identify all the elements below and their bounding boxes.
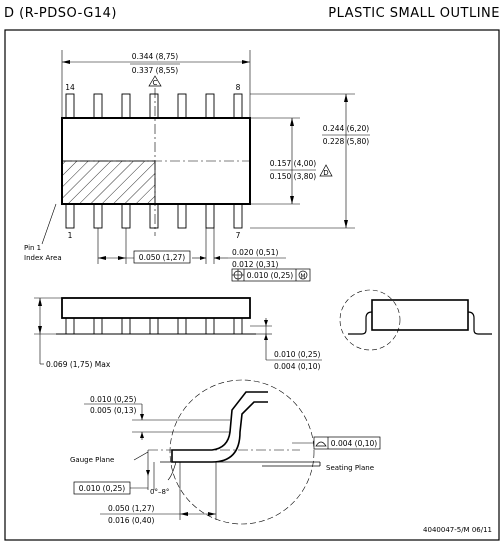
body-length-min: 0.337 (8,55) xyxy=(132,66,178,75)
end-view xyxy=(339,289,492,351)
lead-width-min: 0.012 (0,31) xyxy=(232,260,278,269)
position-modifier: M xyxy=(300,273,305,280)
standoff-max: 0.010 (0,25) xyxy=(274,350,320,359)
height-max: 0.069 (1,75) Max xyxy=(46,360,111,369)
pin-7-label: 7 xyxy=(236,231,241,240)
body-width-min: 0.150 (3,80) xyxy=(270,172,316,181)
angle-range: 0°–8° xyxy=(150,488,169,496)
overall-width-max: 0.244 (6,20) xyxy=(323,124,369,133)
lead-thickness-max: 0.010 (0,25) xyxy=(90,395,136,404)
top-view: 0.344 (8,75) 0.337 (8,55) C 14 8 1 7 Pin xyxy=(24,50,370,282)
pin-8-label: 8 xyxy=(236,83,241,92)
body-width-max: 0.157 (4,00) xyxy=(270,159,316,168)
package-code: D (R-PDSO-G14) xyxy=(4,6,117,21)
overall-width-min: 0.228 (5,80) xyxy=(323,137,369,146)
position-tolerance: 0.010 (0,25) xyxy=(247,271,293,280)
surface-profile-icon xyxy=(315,441,327,447)
foot-length-min: 0.016 (0,40) xyxy=(108,516,154,525)
foot-length-max: 0.050 (1,27) xyxy=(108,504,154,513)
standoff-min: 0.004 (0,10) xyxy=(274,362,320,371)
note-c: C xyxy=(153,79,158,87)
body-length-max: 0.344 (8,75) xyxy=(132,52,178,61)
detail-view: 0.010 (0,25) 0.005 (0,13) Gauge Plane 0.… xyxy=(70,379,381,525)
gull-wing-lead xyxy=(171,391,268,463)
lead-width-max: 0.020 (0,51) xyxy=(232,248,278,257)
detail-circle-marker xyxy=(339,289,401,351)
drawing-number: 4040047-5/M 06/11 xyxy=(423,526,492,534)
side-view: 0.069 (1,75) Max 0.010 (0,25) 0.004 (0,1… xyxy=(34,297,322,371)
pin-1-label: 1 xyxy=(68,231,73,240)
pin-14-label: 14 xyxy=(65,83,75,92)
seating-plane-label: Seating Plane xyxy=(326,464,374,472)
side-body xyxy=(61,297,251,319)
pin1-label-line1: Pin 1 xyxy=(24,244,41,252)
package-type: PLASTIC SMALL OUTLINE xyxy=(328,6,500,21)
note-d: D xyxy=(323,169,328,177)
pin1-index-area xyxy=(61,160,156,205)
pitch-dim: 0.050 (1,27) xyxy=(139,253,185,262)
coplanarity: 0.004 (0,10) xyxy=(331,439,377,448)
mmc-symbol-icon xyxy=(298,270,308,280)
lead-thickness-min: 0.005 (0,13) xyxy=(90,406,136,415)
gauge-plane-label: Gauge Plane xyxy=(70,456,114,464)
gauge-dim: 0.010 (0,25) xyxy=(79,484,125,493)
note-d-triangle xyxy=(319,164,333,177)
pin1-label-line2: Index Area xyxy=(24,254,62,262)
note-c-triangle xyxy=(148,75,162,87)
drawing-frame xyxy=(4,29,500,541)
detail-boundary xyxy=(169,379,315,525)
